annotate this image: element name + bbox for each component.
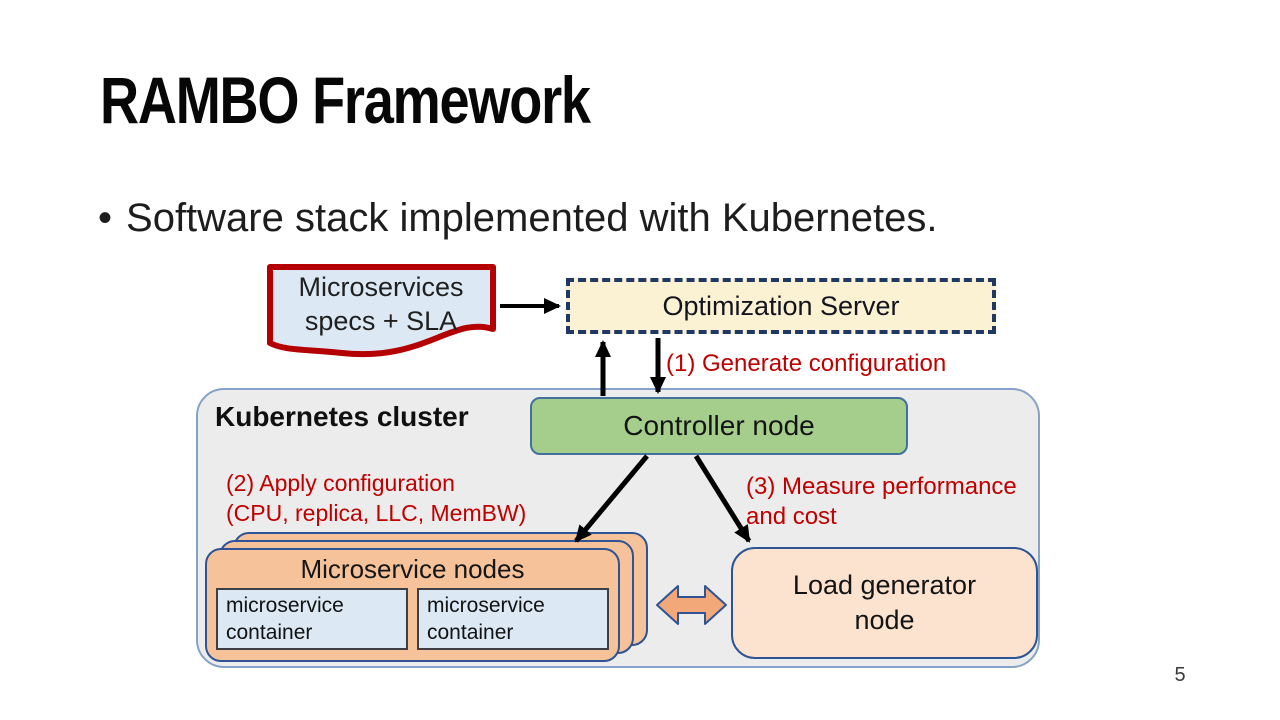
container-label-line2: container <box>427 621 514 644</box>
controller-node-box: Controller node <box>530 397 908 455</box>
microservices-spec-doc-label: Microservices specs + SLA <box>268 270 494 338</box>
load-generator-label-line1: Load generator <box>792 570 977 600</box>
load-generator-label-line2: node <box>854 605 915 635</box>
step3-line2: and cost <box>746 503 837 530</box>
step2-line1: (2) Apply configuration <box>226 470 455 496</box>
slide-title: RAMBO Framework <box>100 63 591 137</box>
optimization-server-box: Optimization Server <box>566 278 996 334</box>
step2-line2: (CPU, replica, LLC, MemBW) <box>226 500 527 526</box>
load-generator-box: Load generator node <box>731 547 1038 659</box>
kubernetes-cluster-label: Kubernetes cluster <box>215 401 469 432</box>
container-label-line2: container <box>226 621 313 644</box>
microservice-container: microservice container <box>216 588 408 650</box>
bullet-text: Software stack implemented with Kubernet… <box>126 196 938 240</box>
page-number: 5 <box>1174 664 1186 686</box>
microservice-container: microservice container <box>417 588 609 650</box>
microservice-nodes-box: Microservice nodes microservice containe… <box>205 548 620 662</box>
doc-label-line2: specs + SLA <box>304 306 458 336</box>
doc-label-line1: Microservices <box>298 272 464 302</box>
optimization-server-label: Optimization Server <box>662 290 900 321</box>
microservice-nodes-label: Microservice nodes <box>300 554 525 584</box>
microservice-containers-row: microservice container microservice cont… <box>207 588 618 650</box>
container-label-line1: microservice <box>226 594 344 617</box>
container-label-line1: microservice <box>427 594 545 617</box>
bullet-marker-icon: • <box>98 196 113 240</box>
bullet-line: • Software stack implemented with Kubern… <box>98 196 938 241</box>
step1-label: (1) Generate configuration <box>666 350 947 377</box>
controller-node-label: Controller node <box>623 410 815 441</box>
step3-line1: (3) Measure performance <box>746 473 1017 500</box>
step3-label: (3) Measure performance and cost <box>746 472 1017 532</box>
step2-label: (2) Apply configuration (CPU, replica, L… <box>226 468 526 528</box>
